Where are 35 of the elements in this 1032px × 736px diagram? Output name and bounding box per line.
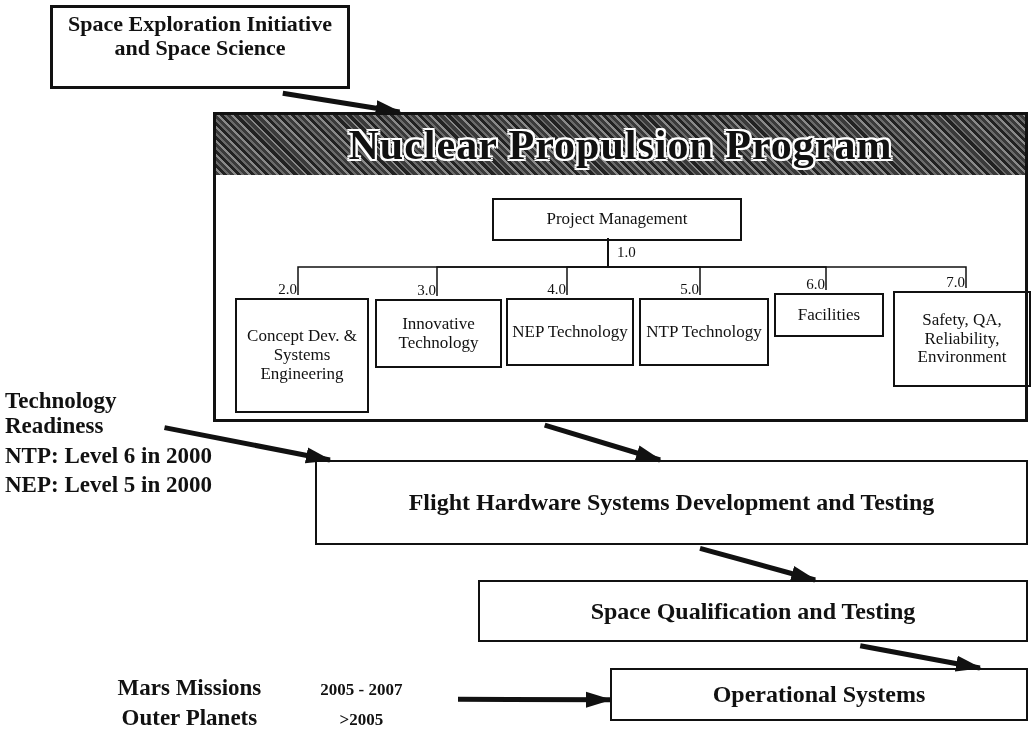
wbs-number: 2.0: [278, 281, 297, 298]
readiness-level: NEP: Level 5 in 2000: [5, 471, 213, 498]
wbs-number: 5.0: [680, 281, 699, 298]
process-box: [478, 580, 1028, 642]
date-range: 2005 - 2007: [319, 680, 404, 701]
wbs-number: 7.0: [946, 274, 965, 291]
date-range: >2005: [338, 710, 385, 731]
process-box: [610, 668, 1028, 721]
process-box: [50, 5, 350, 89]
wbs-number: 4.0: [547, 281, 566, 298]
box-label: Operational Systems: [711, 681, 927, 708]
program-panel: [213, 112, 1028, 422]
connector-line: [607, 237, 967, 289]
arrow: [164, 425, 332, 464]
arrow: [699, 546, 818, 583]
box-label: Safety, QA, Reliability, Environment: [916, 310, 1008, 368]
box-label: Project Management: [545, 210, 689, 229]
process-box: [315, 460, 1028, 545]
arrow: [544, 422, 662, 463]
box-label: NTP Technology: [645, 322, 763, 342]
wbs-number: 3.0: [417, 282, 436, 299]
box-label: Flight Hardware Systems Development and Testing: [407, 489, 936, 516]
mission-name: Outer Planets: [120, 704, 259, 732]
readiness-heading: Technology Readiness: [5, 388, 118, 439]
box-label: Concept Dev. & Systems Engineering: [246, 327, 358, 384]
box-label: Innovative Technology: [397, 314, 480, 353]
wbs-number: 6.0: [806, 276, 825, 293]
wbs-number: 1.0: [617, 244, 636, 261]
mission-name: Mars Missions: [116, 674, 263, 702]
box-label: Space Qualification and Testing: [589, 597, 917, 625]
box-label: Facilities: [796, 305, 862, 325]
arrow: [458, 691, 612, 708]
box-label: Space Exploration Initiative and Space Science: [67, 12, 333, 61]
readiness-level: NTP: Level 6 in 2000: [5, 442, 213, 468]
box-label: NEP Technology: [511, 322, 629, 342]
